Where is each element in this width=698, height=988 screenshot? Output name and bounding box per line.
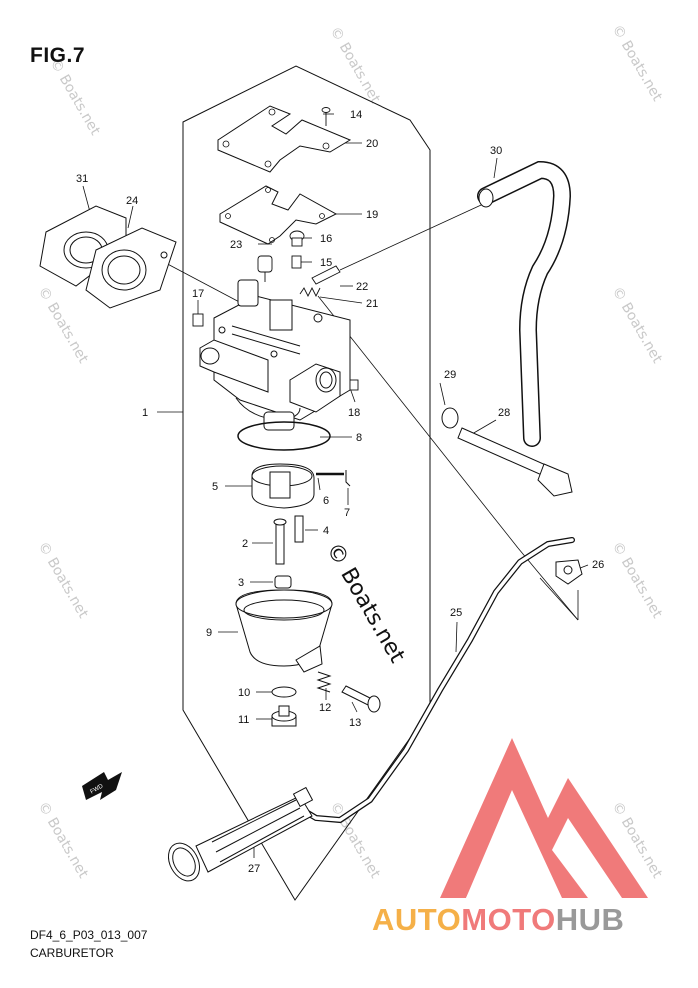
part-24-gasket <box>85 227 177 309</box>
callout-12: 12 <box>319 702 331 714</box>
part-19-gasket <box>219 185 338 245</box>
part-2-main-jet <box>273 518 287 565</box>
callout-26: 26 <box>592 559 604 571</box>
part-15-jet <box>291 255 302 269</box>
callout-11: 11 <box>238 714 249 726</box>
figure-code: DF4_6_P03_013_007 <box>30 928 148 942</box>
watermark: © Boats.net <box>609 539 666 621</box>
callout-23: 23 <box>230 239 242 251</box>
callout-10: 10 <box>238 687 250 699</box>
brand-logo-icon <box>440 738 648 898</box>
part-4-needle <box>294 515 304 543</box>
watermark-layer: © Boats.net © Boats.net © Boats.net © Bo… <box>35 22 666 881</box>
part-20-cover-plate <box>217 105 352 173</box>
callout-6: 6 <box>323 495 329 507</box>
callout-17: 17 <box>192 288 204 300</box>
callout-15: 15 <box>320 257 332 269</box>
part-30-hose-end <box>478 188 494 208</box>
callout-29: 29 <box>444 369 456 381</box>
part-3-jet <box>274 575 292 589</box>
leader-lines <box>82 113 589 858</box>
callout-5: 5 <box>212 481 218 493</box>
callout-8: 8 <box>356 432 362 444</box>
part-1-carburetor-body <box>199 279 351 431</box>
fwd-arrow-icon: FWD <box>82 772 122 800</box>
callout-21: 21 <box>366 298 378 310</box>
callout-19: 19 <box>366 209 378 221</box>
watermark: © Boats.net <box>35 799 92 881</box>
part-13-screw <box>341 685 381 713</box>
brand-part-hub: HUB <box>555 902 625 937</box>
part-26-clip <box>555 559 583 585</box>
callout-31: 31 <box>76 173 88 185</box>
callout-16: 16 <box>320 233 332 245</box>
part-12-spring <box>316 671 332 693</box>
watermark: © Boats.net <box>47 56 104 138</box>
callout-25: 25 <box>450 607 462 619</box>
callout-28: 28 <box>498 407 510 419</box>
part-16-screw <box>289 230 305 247</box>
figure-title: FIG.7 <box>30 44 86 67</box>
callout-20: 20 <box>366 138 378 150</box>
callout-7: 7 <box>344 507 350 519</box>
part-17-jet <box>192 313 204 327</box>
callout-27: 27 <box>248 863 260 875</box>
part-30-hose-inner <box>478 162 570 446</box>
callout-14: 14 <box>350 109 362 121</box>
part-7-clip <box>345 470 351 487</box>
assembly-outline <box>182 65 431 901</box>
callout-9: 9 <box>206 627 212 639</box>
part-29-washer <box>441 407 459 429</box>
watermark: © Boats.net <box>609 22 666 104</box>
watermark: © Boats.net <box>35 539 92 621</box>
brand-wordmark: AUTOMOTOHUB <box>372 902 624 938</box>
part-23-valve <box>257 255 273 282</box>
part-25-choke-rod-inner <box>304 538 574 822</box>
callout-4: 4 <box>323 525 329 537</box>
callout-1: 1 <box>142 407 148 419</box>
part-20-holes <box>222 108 330 168</box>
callout-labels: 1 2 3 4 5 6 7 8 9 10 11 12 13 14 15 16 1… <box>76 109 604 875</box>
part-28-bolt <box>457 427 573 497</box>
part-9-float-bowl <box>235 589 333 673</box>
part-10-washer <box>271 686 297 698</box>
watermark: © Boats.net <box>609 284 666 366</box>
brand-part-auto: AUTO <box>372 902 462 937</box>
part-19-holes <box>225 187 325 243</box>
part-22-needle <box>311 265 341 285</box>
callout-30: 30 <box>490 145 502 157</box>
callout-24: 24 <box>126 195 138 207</box>
part-8-o-ring <box>237 421 331 451</box>
part-14-screw <box>321 107 331 126</box>
callout-22: 22 <box>356 281 368 293</box>
part-27-choke-knob <box>167 786 314 882</box>
watermark: © Boats.net <box>35 284 92 366</box>
callout-3: 3 <box>238 577 244 589</box>
callout-2: 2 <box>242 538 248 550</box>
part-21-spring <box>299 286 321 298</box>
part-18-plug <box>349 379 359 391</box>
watermark-large: © Boats.net <box>321 539 410 668</box>
part-11-drain-bolt <box>271 705 297 727</box>
callout-18: 18 <box>348 407 360 419</box>
brand-part-moto: MOTO <box>461 902 556 937</box>
part-5-float <box>251 463 315 509</box>
figure-caption: CARBURETOR <box>30 946 114 960</box>
callout-13: 13 <box>349 717 361 729</box>
